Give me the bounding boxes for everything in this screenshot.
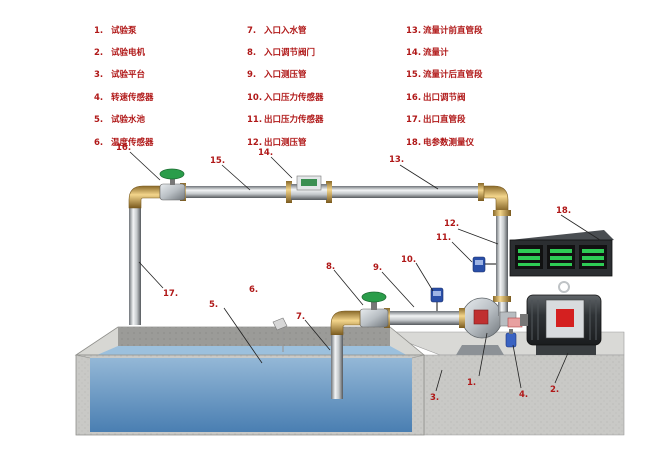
callout-8: 8. <box>326 262 335 272</box>
callout-13: 13. <box>389 155 404 165</box>
legend-item-11: 11.出口压力传感器 <box>247 115 324 125</box>
callout-15: 15. <box>210 156 225 166</box>
legend-item-9: 9.入口测压管 <box>247 70 307 80</box>
pre-flowmeter-pipe <box>328 186 484 198</box>
test-pump <box>456 297 517 355</box>
legend-item-3: 3.试验平台 <box>94 70 146 80</box>
callout-9: 9. <box>373 263 382 273</box>
post-flowmeter-pipe <box>185 186 290 198</box>
callout-11: 11. <box>436 233 451 243</box>
inlet-water-pipe <box>331 335 343 399</box>
legend-item-10: 10.入口压力传感器 <box>247 93 324 103</box>
callout-18: 18. <box>556 206 571 216</box>
test-motor <box>520 281 602 355</box>
callout-6: 6. <box>249 285 258 295</box>
flowmeter <box>286 175 332 203</box>
outlet-straight-pipe <box>129 208 141 325</box>
leader-lines <box>129 151 601 392</box>
electrical-parameter-meter <box>509 230 614 277</box>
legend-item-12: 12.出口测压管 <box>247 138 307 148</box>
legend-item-7: 7.入口入水管 <box>247 26 307 36</box>
callout-3: 3. <box>430 393 439 403</box>
outlet-pressure-sensor <box>472 256 496 273</box>
callout-14: 14. <box>258 148 273 158</box>
legend-item-6: 6.温度传感器 <box>94 138 154 148</box>
legend-item-16: 16.出口调节阀 <box>406 93 466 103</box>
callout-1: 1. <box>467 378 476 388</box>
outlet-regulating-valve <box>159 168 186 201</box>
legend-item-18: 18.电参数测量仪 <box>406 138 475 148</box>
legend-item-2: 2.试验电机 <box>94 48 146 58</box>
callout-7: 7. <box>296 312 305 322</box>
outlet-pressure-pipe <box>496 212 508 302</box>
legend-item-17: 17.出口直管段 <box>406 115 466 125</box>
inlet-pressure-sensor <box>430 287 444 311</box>
inlet-regulating-valve <box>359 291 389 328</box>
callout-labels: 16. 15. 14. 13. 18. 12. 11. 10. 9. 8. 7.… <box>116 143 571 403</box>
temperature-sensor <box>272 317 288 352</box>
callout-12: 12. <box>444 219 459 229</box>
legend-item-5: 5.试验水池 <box>94 115 146 125</box>
legend-item-1: 1.试验泵 <box>94 26 137 36</box>
legend-item-4: 4.转速传感器 <box>94 93 154 103</box>
callout-5: 5. <box>209 300 218 310</box>
inlet-pressure-pipe <box>388 311 464 325</box>
callout-4: 4. <box>519 390 528 400</box>
legend-item-8: 8.入口调节阀门 <box>247 48 316 58</box>
callout-16: 16. <box>116 143 131 153</box>
callout-10: 10. <box>401 255 416 265</box>
legend-item-14: 14.流量计 <box>406 48 449 58</box>
callout-2: 2. <box>550 385 559 395</box>
legend-item-15: 15.流量计后直管段 <box>406 70 483 80</box>
legend-item-13: 13.流量计前直管段 <box>406 26 483 36</box>
water-tank <box>74 326 426 436</box>
callout-17: 17. <box>163 289 178 299</box>
